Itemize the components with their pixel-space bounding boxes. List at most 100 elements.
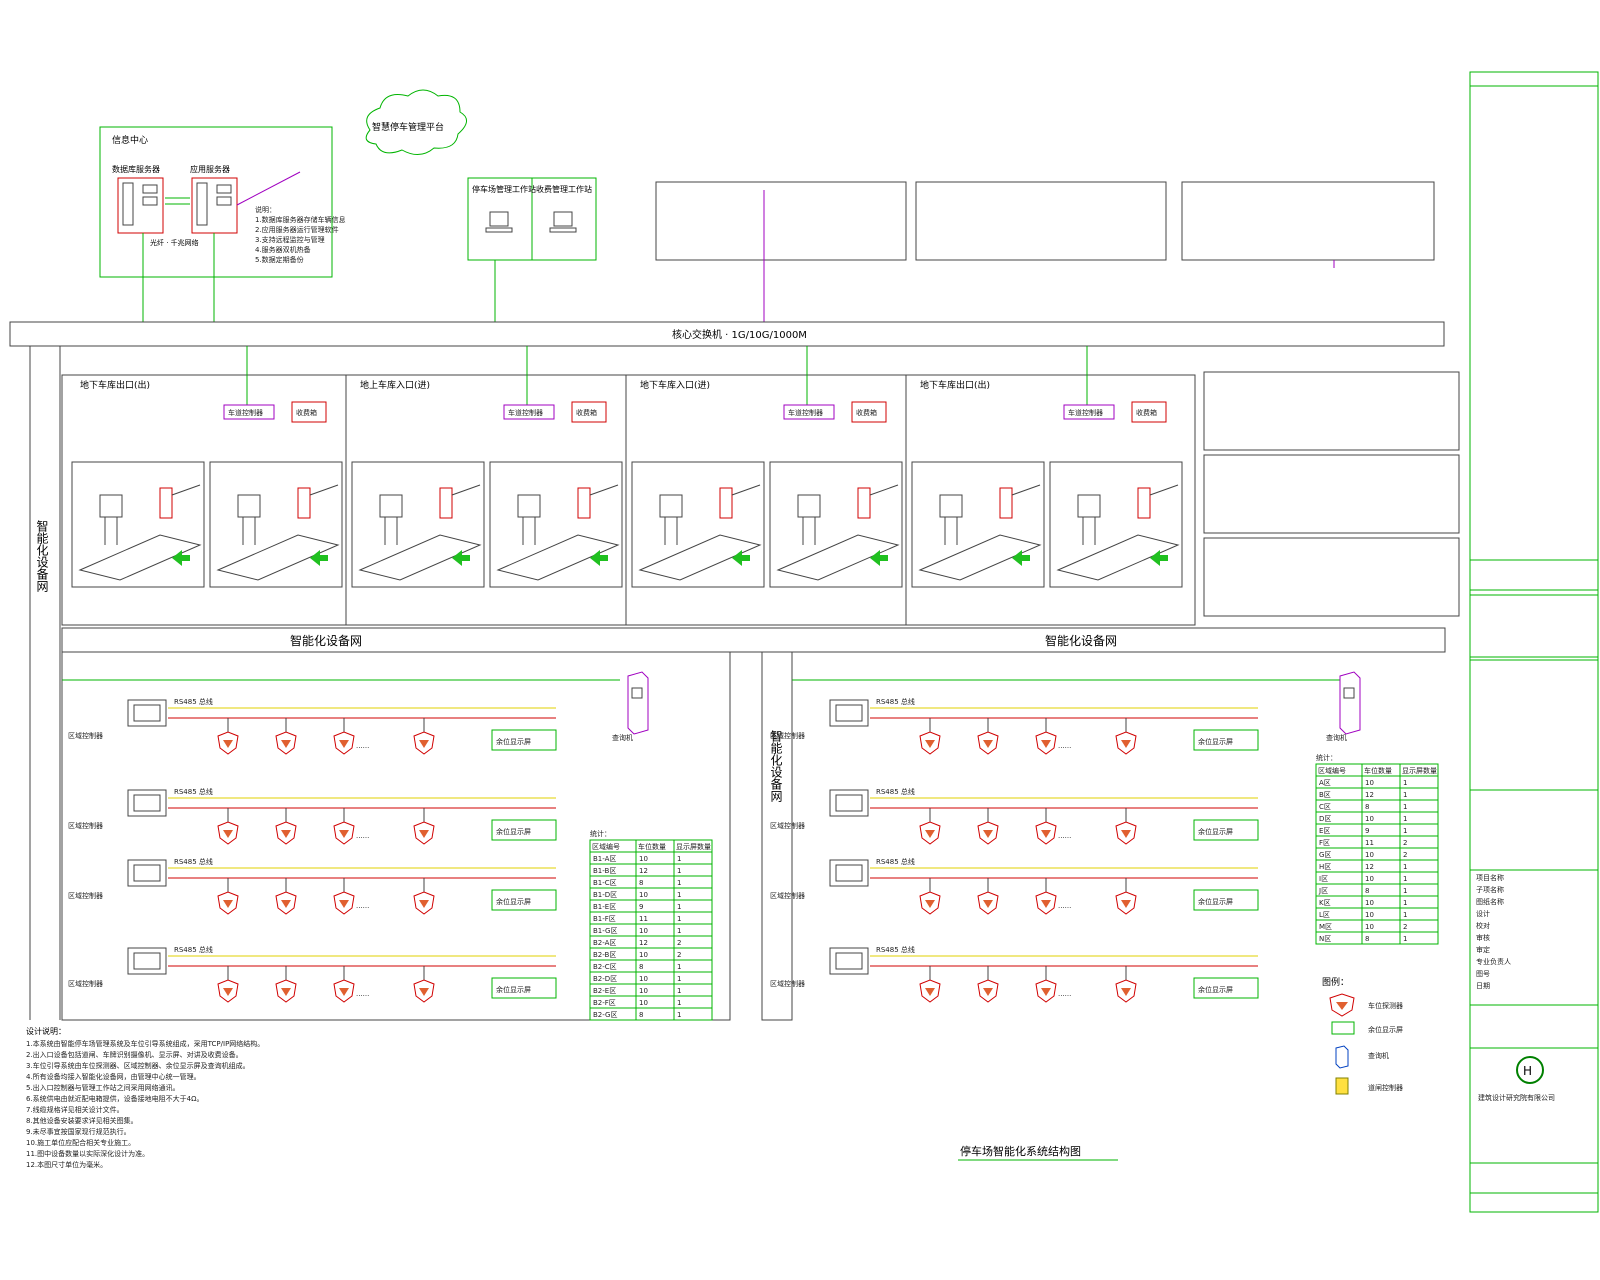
title-block: H 建筑设计研究院有限公司 项目名称子项名称图纸名称设计校对审核审定专业负责人图… — [1469, 71, 1599, 1213]
legend-item: 道闸控制器 — [1368, 1083, 1403, 1092]
table-cell: 2 — [677, 939, 681, 947]
legend-title: 图例： — [1322, 976, 1349, 988]
design-notes: 设计说明： 1.本系统由智能停车场管理系统及车位引导系统组成，采用TCP/IP网… — [26, 1026, 264, 1169]
zone-controller-screen — [133, 952, 161, 970]
detector-icon-fill — [983, 988, 993, 996]
lane-box — [1131, 401, 1167, 423]
note-line: 5.出入口控制器与管理工作站之间采用网络通讯。 — [26, 1083, 180, 1092]
screen-label: 余位显示屏 — [496, 985, 531, 994]
barrier-arm — [171, 484, 201, 496]
table-cell: 1 — [1403, 827, 1407, 835]
lane-controller-label: 车道控制器 — [228, 408, 263, 417]
barrier-arm — [451, 484, 481, 496]
controller-label: 区域控制器 — [770, 979, 805, 988]
table-cell: 8 — [639, 879, 643, 887]
table-cell: J区 — [1318, 887, 1328, 895]
note-line: 11.图中设备数量以实际深化设计为准。 — [26, 1149, 149, 1158]
direction-arrow-icon — [1150, 550, 1168, 566]
kiosk-legend-icon — [1335, 1045, 1349, 1069]
table-cell: C区 — [1319, 803, 1331, 811]
title-block-field: 设计 — [1476, 909, 1490, 918]
title-block-field: 审定 — [1476, 945, 1490, 954]
table-cell: 10 — [639, 927, 648, 935]
screen-box — [1193, 889, 1259, 911]
table-cell: K区 — [1319, 899, 1331, 907]
table-cell: 2 — [1403, 839, 1407, 847]
zone-controller-screen — [133, 704, 161, 722]
camera-box — [237, 494, 261, 518]
table-cell: B2-E区 — [593, 987, 616, 995]
table-cell: 10 — [1365, 899, 1374, 907]
screen-label: 余位显示屏 — [1198, 737, 1233, 746]
screen-label: 余位显示屏 — [496, 827, 531, 836]
legend: 图例： 车位探测器 余位显示屏 查询机 道闸控制器 — [1322, 976, 1403, 1095]
zone-controller — [127, 789, 167, 817]
detector-icon-fill — [419, 740, 429, 748]
table-cell: 10 — [639, 999, 648, 1007]
table-cell: 12 — [639, 939, 648, 947]
left-vertical-network: 智能化设备网 — [29, 346, 61, 1020]
ellipsis: ...... — [1058, 742, 1071, 750]
server-note: 3.支持远程监控与管理 — [255, 235, 325, 244]
server-notes: 说明： 1.数据库服务器存储车辆信息 2.应用服务器运行管理软件 3.支持远程监… — [255, 205, 346, 264]
detector-icon-fill — [339, 740, 349, 748]
lane-controller-label: 车道控制器 — [508, 408, 543, 417]
detector-icon-fill — [281, 988, 291, 996]
lane-cell — [71, 461, 205, 588]
drawing-title: 停车场智能化系统结构图 — [960, 1144, 1081, 1158]
screen-label: 余位显示屏 — [1198, 985, 1233, 994]
screen-box — [1193, 977, 1259, 999]
ellipsis: ...... — [356, 742, 369, 750]
detector-icon-fill — [223, 900, 233, 908]
table-cell: B1-A区 — [593, 855, 616, 863]
lane3-label: 地下车库入口(进) — [640, 379, 710, 391]
lane-road — [216, 534, 340, 581]
camera-box — [99, 494, 123, 518]
table-cell: 11 — [639, 915, 648, 923]
lane-controller — [503, 404, 555, 420]
table-cell: 1 — [1403, 911, 1407, 919]
kiosk-label: 查询机 — [1326, 733, 1347, 742]
detector-icon-fill — [925, 830, 935, 838]
detector-icon-fill — [1121, 830, 1131, 838]
table-cell: 1 — [1403, 803, 1407, 811]
screen-icon — [1331, 1021, 1355, 1035]
kiosk-icon: 查询机 — [612, 671, 649, 742]
server-note: 2.应用服务器运行管理软件 — [255, 225, 339, 234]
bus-label: RS485 总线 — [174, 787, 213, 796]
server-note: 说明： — [255, 205, 276, 214]
screen-box — [491, 819, 557, 841]
lane-box-label: 收费箱 — [296, 408, 317, 417]
detector-icon-fill — [925, 740, 935, 748]
table-cell: 1 — [1403, 815, 1407, 823]
detector-icon-fill — [1121, 740, 1131, 748]
controller-label: 区域控制器 — [68, 821, 103, 830]
lane-road — [358, 534, 482, 581]
table-cell: 1 — [677, 879, 681, 887]
barrier-arm — [1149, 484, 1179, 496]
direction-arrow-icon — [732, 550, 750, 566]
table-cell: 10 — [639, 855, 648, 863]
detector-icon-fill — [1121, 900, 1131, 908]
screen-box — [1193, 729, 1259, 751]
direction-arrow-icon — [590, 550, 608, 566]
camera-box — [1077, 494, 1101, 518]
legend-item: 余位显示屏 — [1368, 1025, 1403, 1034]
lane-controller-label: 车道控制器 — [788, 408, 823, 417]
ellipsis: ...... — [356, 832, 369, 840]
zone-controller — [829, 947, 869, 975]
table-header: 车位数量 — [638, 842, 666, 851]
note-line: 7.线缆规格详见相关设计文件。 — [26, 1105, 124, 1114]
server-note: 5.数据定期备份 — [255, 255, 304, 264]
zone-controller-screen — [133, 794, 161, 812]
barrier-gate — [1137, 487, 1151, 519]
detector-icon-fill — [419, 900, 429, 908]
backbone: 核心交换机 · 1G/10G/1000M — [9, 321, 1445, 347]
lane-road — [1056, 534, 1180, 581]
table-cell: B2-D区 — [593, 975, 617, 983]
screen-label: 余位显示屏 — [496, 737, 531, 746]
detector-icon-fill — [281, 900, 291, 908]
table-cell: G区 — [1319, 851, 1331, 859]
table-header: 区域编号 — [1318, 766, 1346, 775]
